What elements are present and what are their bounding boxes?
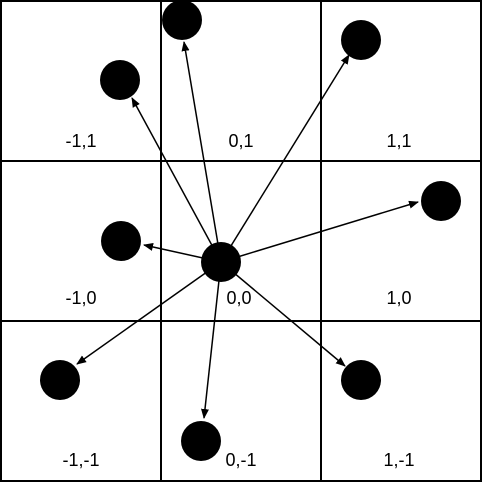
arrow-to-bottom-right xyxy=(220,261,346,367)
center-point xyxy=(201,242,241,282)
arrow-to-top-left xyxy=(131,97,222,263)
point-bottom-left xyxy=(40,360,80,400)
cell-label-right-bottom: 1,-1 xyxy=(383,450,414,470)
arrows xyxy=(76,41,419,419)
arrow-to-top-right xyxy=(220,54,350,263)
arrow-to-bottom-center xyxy=(200,261,222,419)
cell-label-left-bottom: -1,-1 xyxy=(62,450,99,470)
arrow-to-middle-right xyxy=(220,200,419,263)
point-bottom-right xyxy=(341,360,381,400)
cell-label-left-top: -1,1 xyxy=(65,131,96,151)
cell-label-left-middle: -1,0 xyxy=(65,288,96,308)
point-top-right xyxy=(341,20,381,60)
point-middle-left xyxy=(101,221,141,261)
arrow-to-bottom-left xyxy=(76,261,222,365)
point-middle-right xyxy=(421,181,461,221)
cell-label-center-top: 0,1 xyxy=(228,131,253,151)
arrow-to-top-center xyxy=(181,41,222,263)
cell-label-right-top: 1,1 xyxy=(386,131,411,151)
points xyxy=(40,0,461,461)
point-bottom-center xyxy=(181,421,221,461)
cell-label-center-bottom: 0,-1 xyxy=(225,450,256,470)
point-top-center xyxy=(162,0,202,40)
cell-label-center-middle: 0,0 xyxy=(226,288,251,308)
cell-label-right-middle: 1,0 xyxy=(386,288,411,308)
cell-labels: -1,1 0,1 1,1 -1,0 0,0 1,0 -1,-1 0,-1 1,-… xyxy=(62,131,414,470)
point-top-left xyxy=(100,60,140,100)
